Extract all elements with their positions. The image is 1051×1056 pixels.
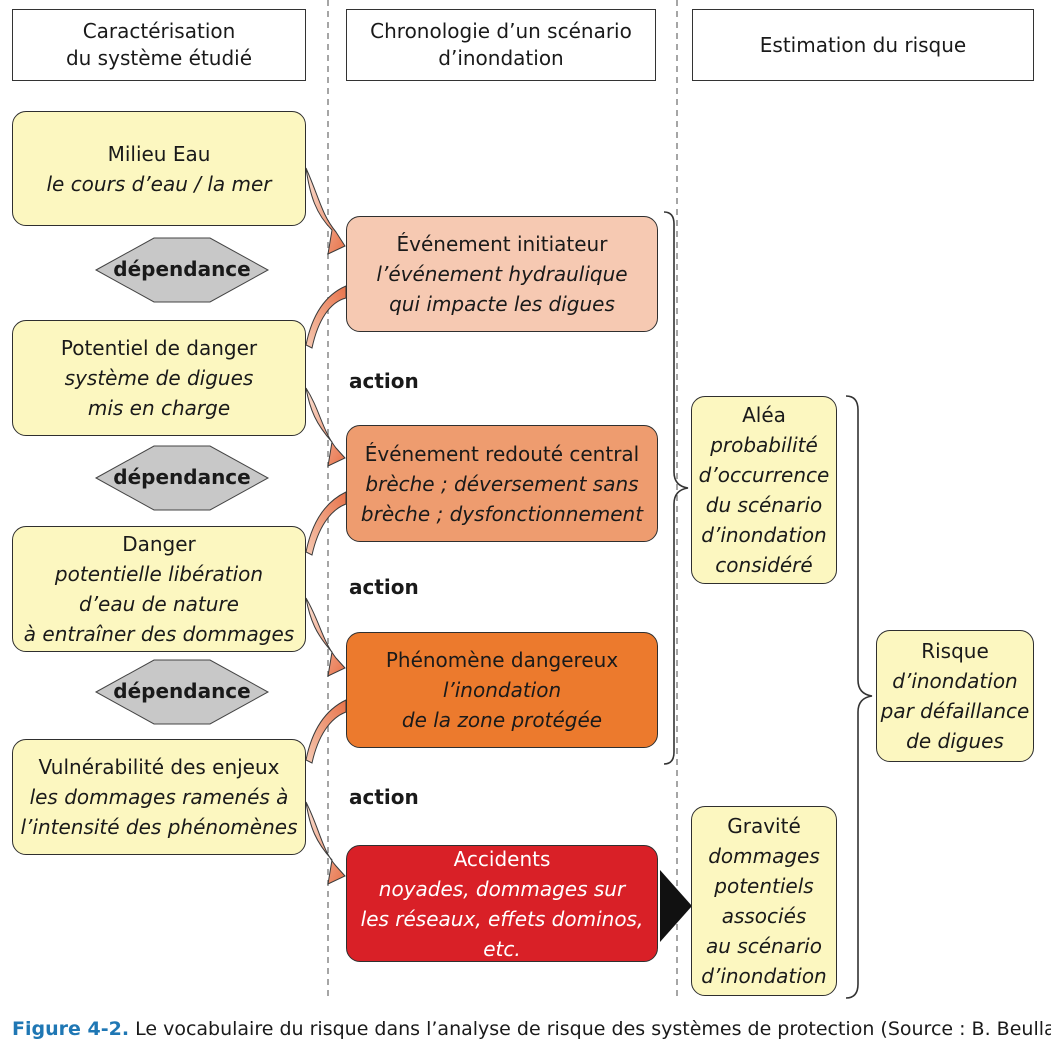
header-chronologie-line2: d’inondation	[438, 46, 564, 70]
box-milieu-eau: Milieu Eau le cours d’eau / la mer	[12, 111, 306, 226]
box-gravite-line5: d’inondation	[701, 964, 827, 988]
box-evenement-redoute-line2: brèche ; dysfonctionnement	[360, 501, 644, 526]
header-estimation: Estimation du risque	[692, 9, 1034, 81]
connector-vulnerabilite-to-accidents	[305, 801, 346, 885]
caption-text: Le vocabulaire du risque dans l’analyse …	[135, 1018, 1051, 1040]
dependance-label-2: dépendance	[113, 465, 251, 489]
box-potentiel-danger: Potentiel de danger système de digues mi…	[12, 320, 306, 436]
box-vulnerabilite-line2: l’intensité des phénomènes	[20, 815, 298, 839]
box-milieu-eau-desc: le cours d’eau / la mer	[46, 171, 272, 196]
action-label-3: action	[349, 785, 419, 809]
box-evenement-redoute: Événement redouté central brèche ; déver…	[346, 425, 658, 542]
box-danger-title: Danger	[122, 532, 196, 556]
box-risque-title: Risque	[921, 639, 989, 663]
box-gravite-line1: dommages	[708, 844, 820, 868]
box-danger-line2: d’eau de nature	[79, 592, 239, 616]
dependance-arrow-1	[94, 237, 270, 303]
box-accidents-line2: les réseaux, effets dominos, etc.	[360, 906, 644, 961]
box-evenement-redoute-line1: brèche ; déversement sans	[365, 471, 639, 496]
box-gravite-title: Gravité	[727, 814, 801, 838]
box-risque-line3: de digues	[906, 729, 1004, 753]
box-alea-line3: du scénario	[705, 493, 823, 517]
box-alea-line4: d’inondation	[701, 523, 827, 547]
box-accidents-line1: noyades, dommages sur	[378, 876, 626, 901]
box-alea-line1: probabilité	[710, 433, 818, 457]
header-caracterisation: Caractérisation du système étudié	[12, 9, 306, 81]
box-milieu-eau-title: Milieu Eau	[107, 141, 211, 166]
box-evenement-initiateur-line1: l’événement hydraulique	[376, 262, 628, 286]
connector-potentiel-to-redoute	[305, 387, 346, 467]
connector-eau-to-initiateur	[305, 167, 346, 255]
box-alea-line5: considéré	[715, 553, 813, 577]
dependance-arrow-2	[94, 445, 270, 511]
figure-caption: Figure 4-2. Le vocabulaire du risque dan…	[12, 1018, 1051, 1040]
brace-risque	[845, 395, 873, 999]
box-evenement-initiateur-line2: qui impacte les digues	[389, 292, 615, 316]
connector-danger-to-phenomene	[305, 597, 346, 677]
box-evenement-initiateur: Événement initiateur l’événement hydraul…	[346, 216, 658, 332]
header-estimation-label: Estimation du risque	[759, 32, 967, 57]
box-phenomene-dangereux-title: Phénomène dangereux	[385, 648, 619, 672]
box-potentiel-danger-title: Potentiel de danger	[60, 336, 258, 360]
box-vulnerabilite-title: Vulnérabilité des enjeux	[38, 755, 280, 779]
dependance-label-1: dépendance	[113, 257, 251, 281]
action-label-1: action	[349, 369, 419, 393]
box-danger-line3: à entraîner des dommages	[23, 622, 295, 646]
box-potentiel-danger-line1: système de digues	[64, 366, 254, 390]
box-risque: Risque d’inondation par défaillance de d…	[876, 630, 1034, 762]
box-vulnerabilite: Vulnérabilité des enjeux les dommages ra…	[12, 739, 306, 855]
caption-figure-number: Figure 4-2.	[12, 1018, 130, 1040]
action-label-2: action	[349, 575, 419, 599]
box-phenomene-dangereux: Phénomène dangereux l’inondation de la z…	[346, 632, 658, 748]
box-gravite-line3: associés	[721, 904, 807, 928]
header-caracterisation-line1: Caractérisation	[82, 19, 236, 43]
box-evenement-redoute-title: Événement redouté central	[364, 441, 640, 466]
box-gravite-line4: au scénario	[706, 934, 822, 958]
brace-alea	[663, 211, 689, 765]
box-gravite: Gravité dommages potentiels associés au …	[691, 806, 837, 996]
header-caracterisation-line2: du système étudié	[65, 46, 253, 70]
box-phenomene-dangereux-line2: de la zone protégée	[401, 708, 603, 732]
header-chronologie: Chronologie d’un scénario d’inondation	[346, 9, 656, 81]
connector-initiateur-to-potentiel	[305, 285, 347, 349]
header-chronologie-line1: Chronologie d’un scénario	[370, 19, 632, 43]
dependance-label-3: dépendance	[113, 679, 251, 703]
box-alea: Aléa probabilité d’occurrence du scénari…	[691, 396, 837, 584]
box-phenomene-dangereux-line1: l’inondation	[442, 678, 562, 702]
connector-redoute-to-danger	[305, 491, 347, 556]
box-evenement-initiateur-title: Événement initiateur	[396, 232, 608, 256]
box-accidents-title: Accidents	[453, 846, 551, 871]
box-risque-line1: d’inondation	[892, 669, 1018, 693]
box-vulnerabilite-line1: les dommages ramenés à	[29, 785, 289, 809]
box-gravite-line2: potentiels	[714, 874, 814, 898]
box-danger-line1: potentielle libération	[54, 562, 264, 586]
box-alea-title: Aléa	[742, 403, 786, 427]
box-risque-line2: par défaillance	[880, 699, 1030, 723]
box-alea-line2: d’occurrence	[698, 463, 830, 487]
box-potentiel-danger-line2: mis en charge	[87, 396, 231, 420]
dependance-arrow-3	[94, 659, 270, 725]
accidents-to-gravite-arrow	[660, 870, 692, 942]
box-danger: Danger potentielle libération d’eau de n…	[12, 526, 306, 652]
connector-phenomene-to-vulnerabilite	[305, 699, 347, 764]
box-accidents: Accidents noyades, dommages sur les rése…	[346, 845, 658, 962]
